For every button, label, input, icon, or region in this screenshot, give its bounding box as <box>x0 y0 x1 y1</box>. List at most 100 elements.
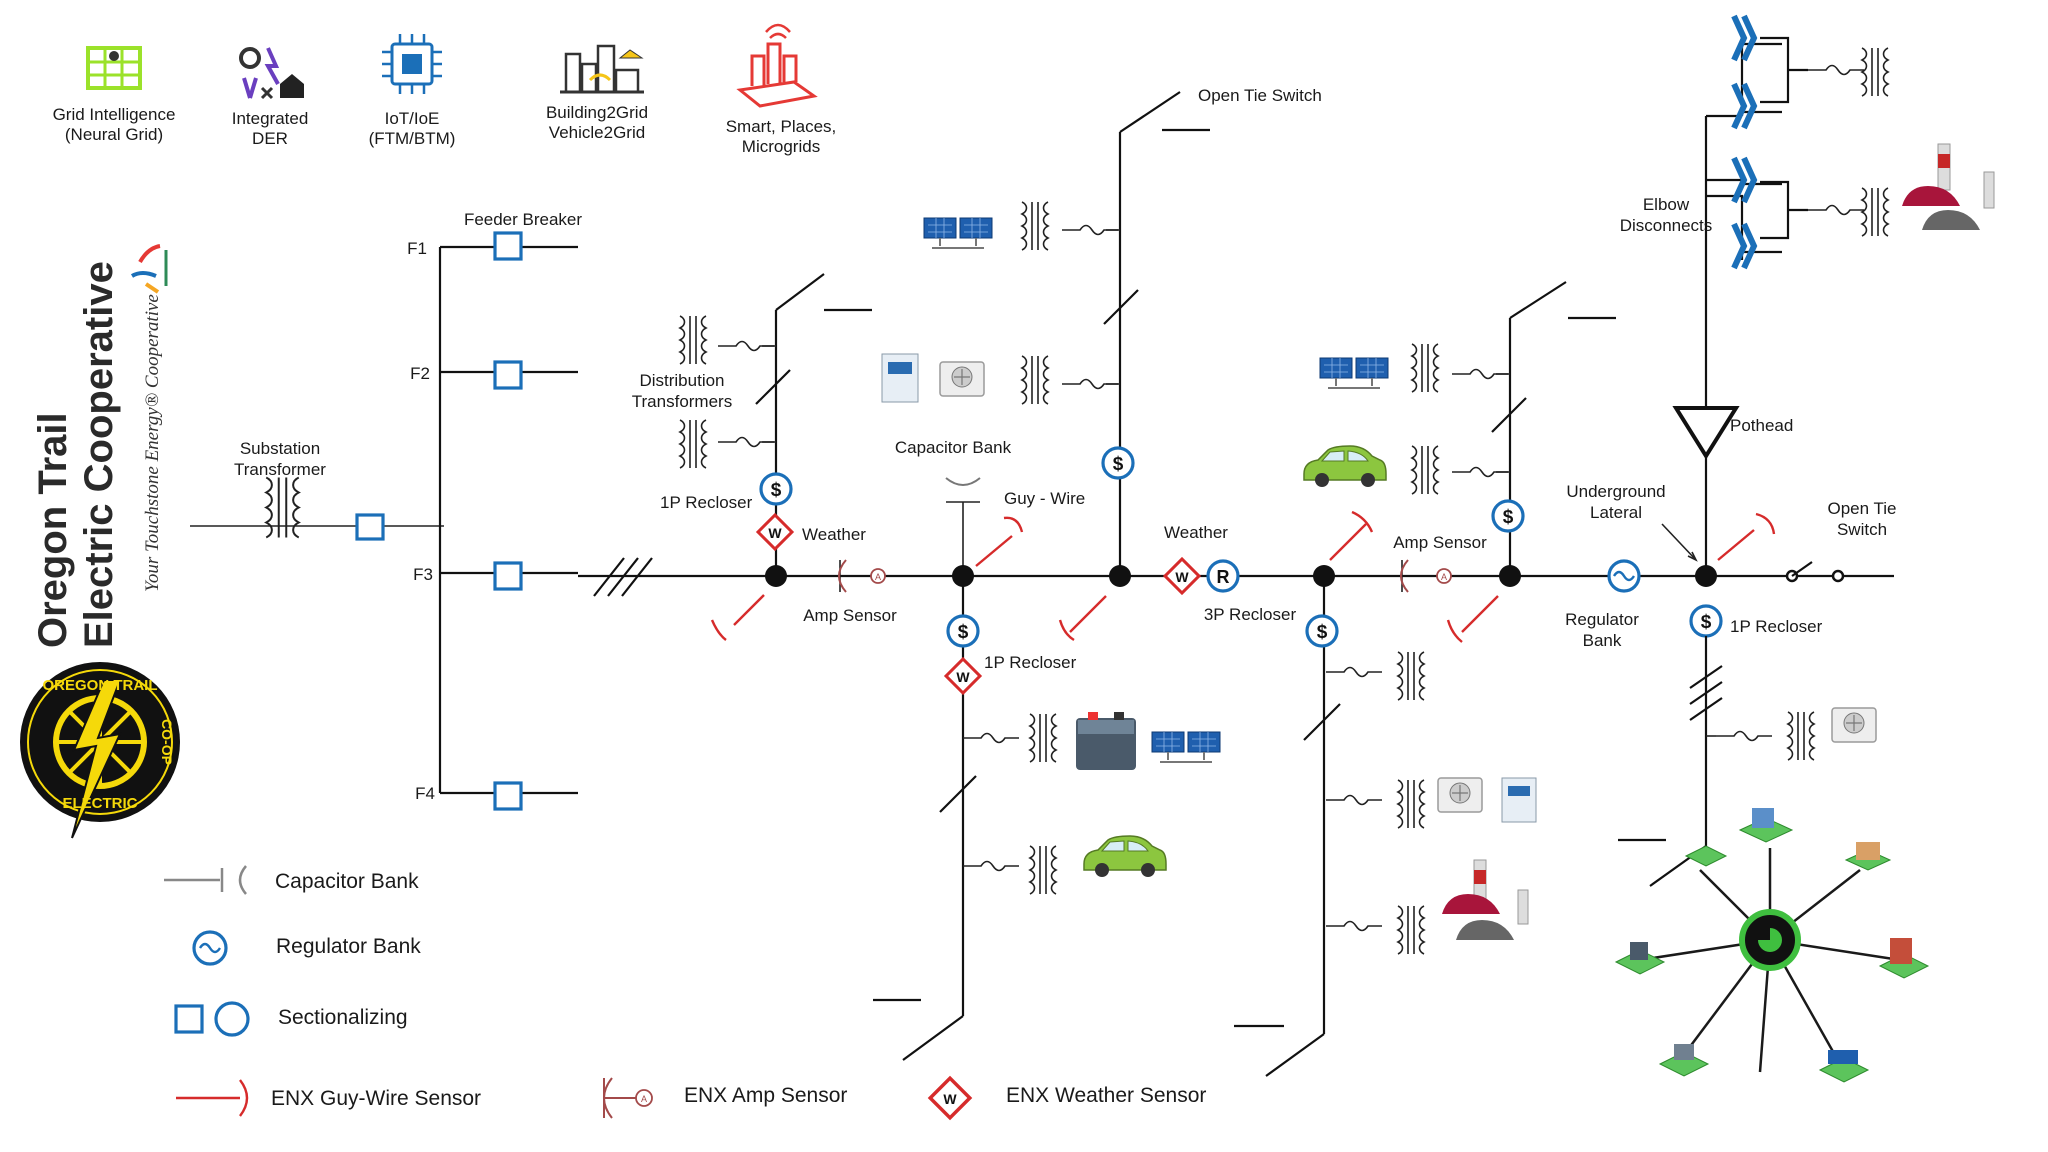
electric-car-icon-2 <box>1303 445 1387 488</box>
pole-node-3 <box>1109 565 1131 587</box>
open-tie-switch-label: Open Tie Switch <box>1198 86 1322 105</box>
guy-wire-sensor-f <box>1717 512 1776 561</box>
brand-tagline: Your Touchstone Energy® Cooperative <box>142 294 163 592</box>
feeder-f4: F4 <box>415 784 435 803</box>
brand-block: Oregon Trail Electric Cooperative Your T… <box>31 244 168 648</box>
brand-line2: Electric Cooperative <box>77 261 121 648</box>
amp-sensor-a: A <box>838 559 886 593</box>
building-vehicle-icon <box>560 44 644 94</box>
open-tie-right-label-1: Open Tie <box>1828 499 1897 518</box>
pole-node-1 <box>765 565 787 587</box>
icon-label-1b: (Neural Grid) <box>65 125 163 144</box>
dist-transformers-label-2: Transformers <box>632 392 732 411</box>
svg-text:A: A <box>1441 572 1447 582</box>
legend-amp-sensor: A ENX Amp Sensor <box>603 1077 847 1119</box>
elbow-disconnect-4 <box>1734 224 1754 268</box>
legend: Capacitor Bank Regulator Bank Sectionali… <box>164 865 1206 1121</box>
open-tie-switch-right <box>1785 561 1845 583</box>
recloser-3p <box>1206 559 1240 593</box>
legend-guy-wire-sensor: ENX Guy-Wire Sensor <box>176 1079 481 1117</box>
recloser-3p-label: 3P Recloser <box>1204 605 1297 624</box>
hvac-unit-icon <box>939 361 985 397</box>
iot-chip-icon <box>382 34 442 94</box>
weather-sensor-b: W <box>943 656 983 696</box>
hvac-unit-icon-3 <box>1831 707 1877 743</box>
legend-capacitor-bank: Capacitor Bank <box>164 865 419 895</box>
icon-label-4b: Vehicle2Grid <box>549 123 645 142</box>
substation: Substation Transformer <box>190 439 444 541</box>
ev-charger-cars-icon-2 <box>1902 143 1995 230</box>
svg-text:W: W <box>768 525 782 541</box>
guy-wire-sensor-b <box>975 516 1024 567</box>
recloser-1p-c-label: 1P Recloser <box>1730 617 1823 636</box>
seal-bottom-text: ELECTRIC <box>63 795 138 812</box>
hvac-unit-icon-2 <box>1437 777 1483 813</box>
solar-panel-icon-2 <box>923 217 993 249</box>
svg-text:A: A <box>641 1094 647 1104</box>
legend-amp-sensor-label: ENX Amp Sensor <box>684 1084 847 1107</box>
pothead-label: Pothead <box>1730 416 1793 435</box>
weather-b-label: Weather <box>1164 523 1228 542</box>
feeder-f1: F1 <box>407 239 427 258</box>
weather-a-label: Weather <box>802 525 866 544</box>
seal-right-text: CO-OP <box>159 719 175 765</box>
breaker-f3 <box>493 561 523 591</box>
icon-building-vehicle: Building2Grid Vehicle2Grid <box>546 44 648 142</box>
smart-appliance-icon <box>881 353 919 403</box>
substation-label-1: Substation <box>240 439 320 458</box>
icon-iot: IoT/IoE (FTM/BTM) <box>369 34 456 148</box>
substation-label-2: Transformer <box>234 460 326 479</box>
icon-label-3: IoT/IoE <box>385 109 440 128</box>
sectionalizer-4 <box>1305 614 1339 648</box>
guy-wire-sensor-d <box>1329 510 1374 561</box>
icon-label-5: Smart, Places, <box>726 117 837 136</box>
legend-weather-sensor: W ENX Weather Sensor <box>927 1075 1206 1121</box>
feeder-bus: F1 F2 F3 F4 Feeder Breaker <box>407 210 582 811</box>
guy-wire-sensor-c <box>1058 595 1107 642</box>
ev-charger-cars-icon <box>1442 859 1529 940</box>
weather-sensor-c: W <box>1162 556 1202 596</box>
solar-panel-icon <box>1151 731 1221 763</box>
open-tie-right-label-2: Switch <box>1837 520 1887 539</box>
recloser-1p-b <box>946 614 980 648</box>
sectionalizer-3-symbol: $ <box>1113 454 1124 475</box>
icon-smart-places: Smart, Places, Microgrids <box>726 23 837 156</box>
regulator-label-2: Bank <box>1583 631 1622 650</box>
microgrid-hub-illustration <box>1614 808 1930 1083</box>
svg-text:W: W <box>943 1091 957 1107</box>
icon-label-4: Building2Grid <box>546 103 648 122</box>
solar-panel-icon-3 <box>1319 357 1389 389</box>
svg-text:W: W <box>1175 569 1189 585</box>
battery-icon <box>1076 712 1136 770</box>
feeder-f2: F2 <box>410 364 430 383</box>
node-3: Open Tie Switch $ <box>881 86 1322 642</box>
elbow-label-1: Elbow <box>1643 195 1690 214</box>
dist-transformers-label-1: Distribution <box>639 371 724 390</box>
icon-label-2b: DER <box>252 129 288 148</box>
recloser-1p-a <box>759 472 793 506</box>
svg-text:W: W <box>956 669 970 685</box>
touchstone-logo-icon <box>130 244 168 294</box>
lightning-bolt-icon <box>71 679 122 839</box>
legend-regulator-bank-label: Regulator Bank <box>276 935 421 958</box>
icon-label-3b: (FTM/BTM) <box>369 129 456 148</box>
recloser-1p-a-symbol: $ <box>771 480 782 501</box>
node-6: Pothead Elbow Disconnects Underground La… <box>1566 16 1995 887</box>
regulator-label-1: Regulator <box>1565 610 1639 629</box>
legend-regulator-bank: Regulator Bank <box>192 930 421 966</box>
sectionalizer-4-symbol: $ <box>1317 622 1328 643</box>
guy-wire-sensor-e <box>1446 595 1499 643</box>
icon-label-5b: Microgrids <box>742 137 820 156</box>
node-2: Capacitor Bank Guy - Wire $ W 1P Reclose… <box>873 438 1221 1061</box>
brand-line1: Oregon Trail <box>31 412 75 648</box>
sectionalizer-5-symbol: $ <box>1503 507 1514 528</box>
recloser-1p-b-label: 1P Recloser <box>984 653 1077 672</box>
feeder-breaker-label: Feeder Breaker <box>464 210 582 229</box>
legend-weather-sensor-label: ENX Weather Sensor <box>1006 1084 1206 1107</box>
icon-label-1: Grid Intelligence <box>53 105 176 124</box>
capacitor-bank-symbol <box>945 477 981 576</box>
icon-integrated-der: Integrated DER <box>232 47 308 148</box>
underground-label-2: Lateral <box>1590 503 1642 522</box>
elbow-disconnect-1 <box>1734 16 1754 60</box>
